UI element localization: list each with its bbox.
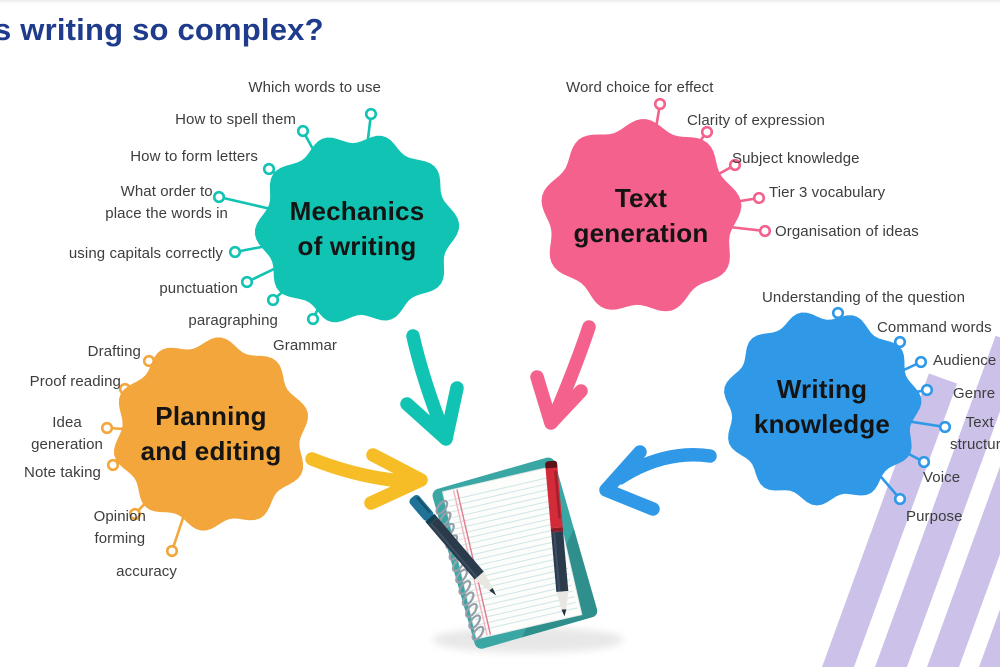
spoke-label: Proof reading bbox=[29, 373, 121, 390]
node-title-text-generation: Text generation bbox=[573, 183, 709, 248]
spoke-label: Organisation of ideas bbox=[775, 223, 919, 240]
spoke-label: Genre bbox=[953, 385, 996, 402]
spoke-label: What order to place the words in bbox=[105, 183, 228, 222]
mechanics-blob bbox=[254, 135, 460, 323]
text-generation-arrow-icon bbox=[530, 320, 596, 430]
spoke-label: Note taking bbox=[24, 464, 101, 481]
spoke-label: Text structure bbox=[950, 414, 1000, 453]
node-title-mechanics: Mechanics of writing bbox=[289, 196, 425, 261]
pen-red bbox=[545, 460, 569, 617]
spoke-label: How to form letters bbox=[130, 148, 258, 165]
spoke-dot bbox=[752, 191, 766, 205]
spoke-dot bbox=[917, 455, 931, 469]
spoke-label: Understanding of the question bbox=[762, 289, 966, 306]
spoke-label: Clarity of expression bbox=[687, 112, 825, 129]
spoke-label: Which words to use bbox=[248, 79, 381, 96]
spoke-dot bbox=[100, 421, 114, 435]
stripe bbox=[812, 373, 958, 667]
stripes-decoration bbox=[812, 302, 1000, 667]
spoke-label: Purpose bbox=[906, 508, 963, 525]
stripe bbox=[917, 312, 1000, 667]
spoke-label: Voice bbox=[923, 469, 961, 486]
spoke-dot bbox=[893, 492, 907, 506]
writing-knowledge-blob bbox=[724, 312, 922, 506]
node-title-planning-editing: Planning and editing bbox=[140, 401, 282, 466]
spoke-label: Drafting bbox=[87, 343, 141, 360]
spoke-label: accuracy bbox=[116, 563, 177, 580]
spoke-dot bbox=[914, 355, 928, 369]
spoke-dot bbox=[831, 306, 845, 320]
spoke-dot bbox=[128, 507, 142, 521]
spoke-dot bbox=[296, 124, 310, 138]
spoke-dot bbox=[262, 162, 276, 176]
spoke-label: Opinion forming bbox=[93, 508, 146, 547]
spoke-dot bbox=[653, 97, 667, 111]
planning-editing-blob bbox=[114, 337, 308, 531]
spoke-dot bbox=[893, 335, 907, 349]
spoke-dot bbox=[240, 275, 254, 289]
spoke-dot bbox=[228, 245, 242, 259]
spoke-label: punctuation bbox=[159, 280, 238, 297]
spoke-dot bbox=[266, 293, 280, 307]
text-generation-blob bbox=[541, 119, 742, 312]
spoke-dot bbox=[212, 190, 226, 204]
spoke-label: Grammar bbox=[272, 337, 337, 354]
writing-knowledge-spokes bbox=[831, 306, 952, 506]
spoke-label: using capitals correctly bbox=[68, 245, 223, 262]
spoke-label: How to spell them bbox=[175, 111, 296, 128]
blobs-layer bbox=[114, 119, 922, 531]
spoke-label: Tier 3 vocabulary bbox=[769, 184, 886, 201]
spoke-dot bbox=[728, 158, 742, 172]
spoke-dot bbox=[364, 107, 378, 121]
spoke-dot bbox=[758, 224, 772, 238]
top-edge-fade bbox=[0, 0, 1000, 4]
spoke-dot bbox=[165, 544, 179, 558]
page-title: s writing so complex? bbox=[0, 12, 324, 47]
spoke-label: Subject knowledge bbox=[732, 150, 860, 167]
spoke-label: Idea generation bbox=[31, 414, 103, 453]
spoke-label: Audience bbox=[933, 352, 997, 369]
spoke-dot bbox=[106, 458, 120, 472]
planning-arrow-icon bbox=[305, 448, 428, 510]
spoke-dot bbox=[938, 420, 952, 434]
writing-knowledge-arrow-icon bbox=[599, 445, 717, 516]
stripe bbox=[865, 335, 1000, 667]
spoke-dot bbox=[700, 125, 714, 139]
notebook-paper bbox=[442, 466, 583, 640]
spoke-label: paragraphing bbox=[188, 312, 278, 329]
ruled-lines bbox=[447, 477, 578, 632]
mechanics-arrow-icon bbox=[400, 329, 464, 446]
notebook-illustration bbox=[409, 457, 624, 653]
node-title-writing-knowledge: Writing knowledge bbox=[753, 374, 891, 439]
spoke-dot bbox=[306, 312, 320, 326]
spoke-label: Word choice for effect bbox=[566, 79, 714, 96]
spoke-label: Command words bbox=[877, 319, 992, 336]
spoke-dot bbox=[920, 383, 934, 397]
pen-blue bbox=[409, 494, 497, 596]
